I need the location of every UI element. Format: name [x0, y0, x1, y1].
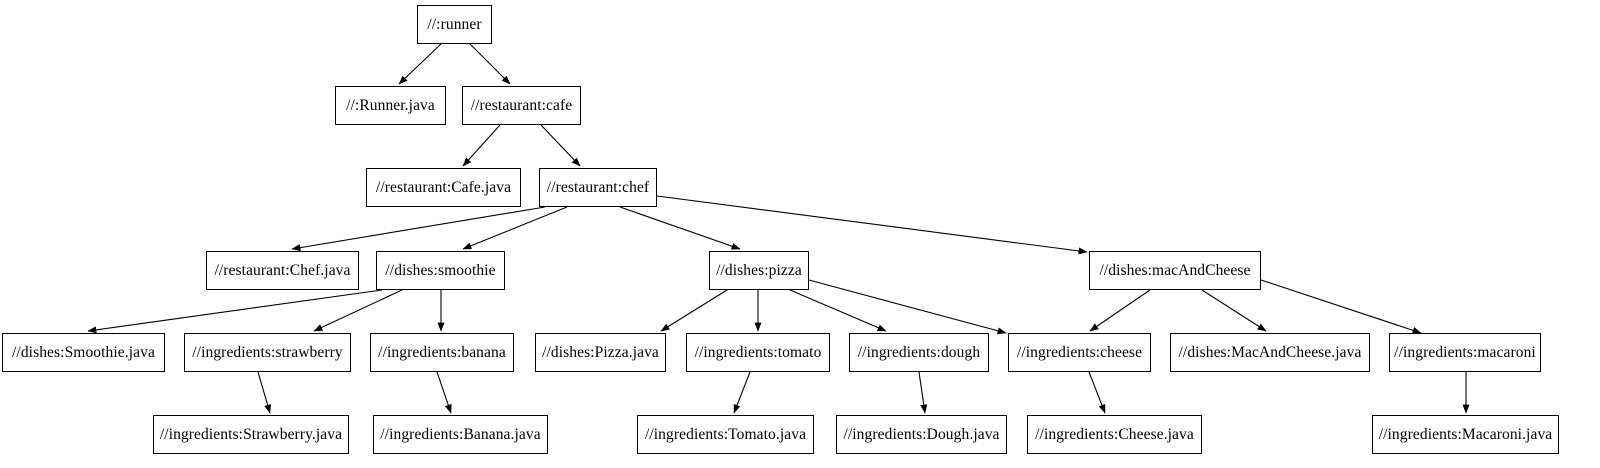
graph-node-dishes_pizza[interactable]: //dishes:pizza	[709, 251, 809, 290]
graph-node-macaroni_java[interactable]: //ingredients:Macaroni.java	[1372, 415, 1559, 454]
graph-node-smoothie_java[interactable]: //dishes:Smoothie.java	[2, 333, 165, 372]
graph-node-strawberry_java[interactable]: //ingredients:Strawberry.java	[153, 415, 349, 454]
graph-node-label: //dishes:Smoothie.java	[12, 343, 155, 361]
graph-node-ing_dough[interactable]: //ingredients:dough	[849, 333, 989, 372]
graph-node-label: //restaurant:Chef.java	[214, 261, 351, 279]
graph-node-label: //ingredients:Macaroni.java	[1378, 425, 1553, 443]
graph-node-label: //ingredients:Banana.java	[380, 425, 541, 443]
graph-node-label: //ingredients:Cheese.java	[1035, 425, 1194, 443]
graph-node-dishes_macncheese[interactable]: //dishes:macAndCheese	[1089, 251, 1261, 290]
graph-node-label: //ingredients:strawberry	[192, 343, 343, 361]
graph-node-label: //dishes:smoothie	[385, 261, 496, 279]
graph-node-restaurant_chef[interactable]: //restaurant:chef	[539, 168, 657, 207]
graph-node-label: //ingredients:dough	[857, 343, 981, 361]
graph-node-tomato_java[interactable]: //ingredients:Tomato.java	[637, 415, 814, 454]
graph-node-cheese_java[interactable]: //ingredients:Cheese.java	[1027, 415, 1202, 454]
graph-node-ing_tomato[interactable]: //ingredients:tomato	[686, 333, 830, 372]
graph-node-label: //dishes:macAndCheese	[1099, 261, 1251, 279]
graph-node-label: //ingredients:macaroni	[1394, 343, 1536, 361]
graph-node-runner[interactable]: //:runner	[417, 5, 492, 44]
graph-node-label: //:runner	[427, 15, 482, 33]
graph-node-label: //:Runner.java	[346, 96, 435, 114]
graph-node-label: //dishes:MacAndCheese.java	[1178, 343, 1362, 361]
graph-node-label: //ingredients:cheese	[1016, 343, 1143, 361]
graph-node-label: //ingredients:Dough.java	[843, 425, 1000, 443]
graph-node-label: //ingredients:tomato	[694, 343, 822, 361]
graph-node-label: //restaurant:chef	[546, 178, 650, 196]
graph-node-dishes_smoothie[interactable]: //dishes:smoothie	[376, 251, 505, 290]
graph-node-label: //restaurant:Cafe.java	[375, 178, 512, 196]
graph-node-macncheese_java[interactable]: //dishes:MacAndCheese.java	[1170, 333, 1370, 372]
graph-node-chef_java[interactable]: //restaurant:Chef.java	[206, 251, 359, 290]
graph-node-label: //ingredients:Tomato.java	[644, 425, 807, 443]
graph-node-ing_banana[interactable]: //ingredients:banana	[370, 333, 514, 372]
graph-node-ing_macaroni[interactable]: //ingredients:macaroni	[1389, 333, 1541, 372]
graph-node-dough_java[interactable]: //ingredients:Dough.java	[836, 415, 1007, 454]
graph-node-label: //restaurant:cafe	[470, 96, 573, 114]
graph-node-label: //ingredients:Strawberry.java	[159, 425, 343, 443]
graph-node-cafe_java[interactable]: //restaurant:Cafe.java	[366, 168, 521, 207]
graph-node-label: //ingredients:banana	[378, 343, 506, 361]
graph-node-label: //dishes:pizza	[716, 261, 802, 279]
graph-node-ing_strawberry[interactable]: //ingredients:strawberry	[184, 333, 351, 372]
graph-node-restaurant_cafe[interactable]: //restaurant:cafe	[462, 86, 581, 125]
graph-node-ing_cheese[interactable]: //ingredients:cheese	[1008, 333, 1151, 372]
graph-node-banana_java[interactable]: //ingredients:Banana.java	[373, 415, 548, 454]
graph-node-runner_java[interactable]: //:Runner.java	[335, 86, 446, 125]
graph-node-label: //dishes:Pizza.java	[542, 343, 659, 361]
graph-node-pizza_java[interactable]: //dishes:Pizza.java	[535, 333, 666, 372]
